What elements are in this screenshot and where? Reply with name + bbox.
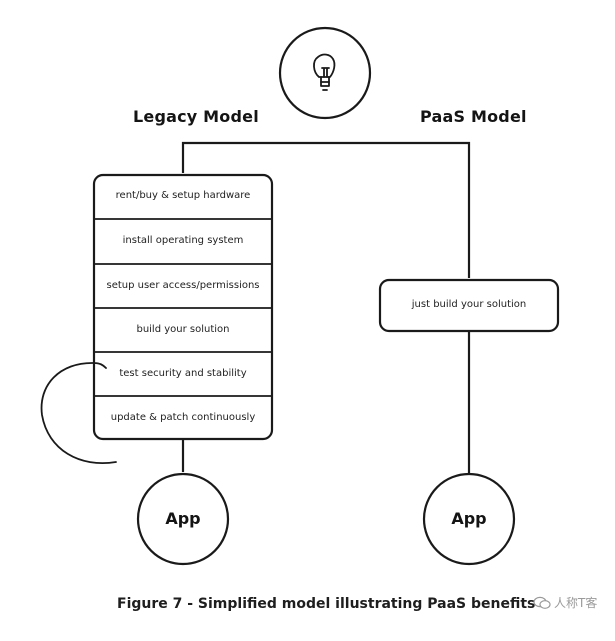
legacy-step: test security and stability [119, 368, 247, 379]
legacy-app-circle [136, 472, 230, 566]
legacy-step: setup user access/permissions [106, 280, 260, 291]
legacy-step: update & patch continuously [110, 412, 256, 423]
lightbulb-icon [313, 53, 336, 91]
figure-caption: Figure 7 - Simplified model illustrating… [117, 596, 536, 612]
watermark: 人称T客 [533, 594, 597, 611]
legacy-app-label: App [165, 509, 201, 528]
watermark-text: 人称T客 [554, 596, 598, 610]
branch-connector [181, 141, 471, 278]
chat-bubbles-icon [533, 596, 551, 609]
legacy-steps-box [92, 173, 274, 441]
feedback-loop-arrow [40, 362, 117, 464]
paas-model-heading: PaaS Model [420, 107, 527, 126]
paas-step: just build your solution [411, 299, 527, 310]
legacy-step: rent/buy & setup hardware [115, 190, 251, 201]
legacy-model-heading: Legacy Model [133, 107, 259, 126]
legacy-step-dividers [94, 218, 272, 397]
idea-circle [278, 26, 372, 120]
legacy-step: install operating system [122, 235, 244, 246]
paas-app-label: App [451, 509, 487, 528]
legacy-step: build your solution [136, 324, 230, 335]
paas-app-circle [422, 472, 516, 566]
